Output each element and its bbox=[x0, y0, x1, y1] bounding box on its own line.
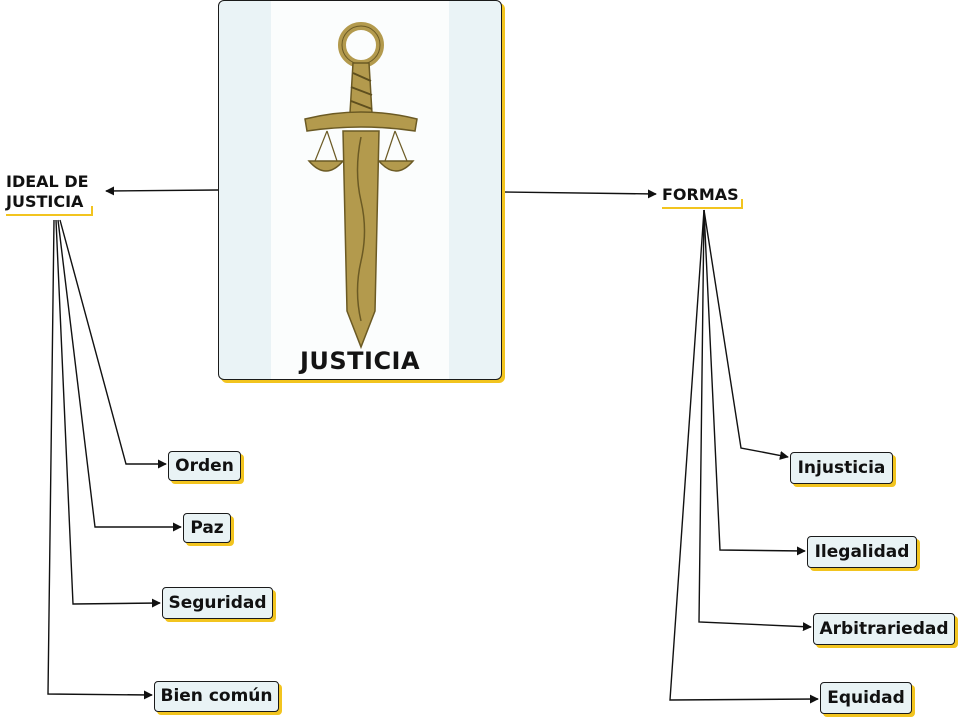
formas-title: FORMAS bbox=[662, 185, 739, 204]
formas-accent-tick bbox=[740, 199, 743, 209]
node-ideal-de-justicia[interactable]: IDEAL DE JUSTICIA bbox=[6, 172, 93, 216]
node-paz[interactable]: Paz bbox=[183, 513, 231, 543]
connector-central-to-ideal bbox=[105, 186, 219, 196]
connector-formas-to-equidad bbox=[669, 209, 819, 704]
central-node[interactable]: JUSTICIA bbox=[218, 0, 502, 380]
connector-ideal-to-seguridad bbox=[55, 219, 161, 608]
node-arbitrariedad[interactable]: Arbitrariedad bbox=[813, 613, 955, 645]
ideal-accent-tick bbox=[90, 206, 93, 216]
connector-ideal-to-orden bbox=[59, 219, 167, 469]
ideal-title-line-2: JUSTICIA bbox=[6, 192, 84, 211]
node-seguridad[interactable]: Seguridad bbox=[162, 587, 273, 619]
node-injusticia[interactable]: Injusticia bbox=[790, 452, 893, 484]
connector-central-to-formas bbox=[501, 189, 657, 199]
node-ilegalidad[interactable]: Ilegalidad bbox=[807, 536, 917, 568]
formas-accent-underline bbox=[662, 207, 743, 209]
connector-ideal-to-bien-comun bbox=[47, 219, 153, 700]
ideal-title-line-1: IDEAL DE bbox=[6, 172, 89, 191]
node-equidad[interactable]: Equidad bbox=[820, 682, 912, 714]
sword-with-scales-icon bbox=[304, 22, 418, 350]
connector-formas-to-arbitrariedad bbox=[698, 209, 812, 632]
connector-ideal-to-paz bbox=[57, 219, 182, 532]
node-formas[interactable]: FORMAS bbox=[662, 185, 743, 209]
central-title: JUSTICIA bbox=[299, 347, 421, 375]
node-orden[interactable]: Orden bbox=[168, 451, 241, 481]
node-bien-comun[interactable]: Bien común bbox=[154, 681, 279, 712]
connector-formas-to-injusticia bbox=[703, 209, 789, 460]
ideal-accent-underline bbox=[6, 214, 93, 216]
connector-formas-to-ilegalidad bbox=[703, 209, 806, 556]
